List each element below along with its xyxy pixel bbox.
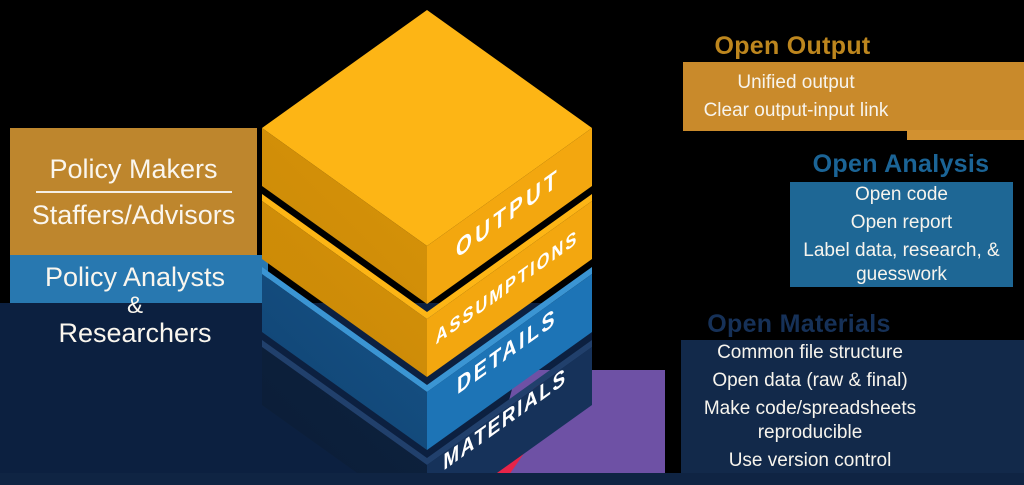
open-materials-item: Common file structure bbox=[717, 341, 903, 363]
open-materials-box: Common file structure Open data (raw & f… bbox=[681, 340, 1024, 473]
open-analysis-item: Open report bbox=[850, 211, 953, 233]
gold-extension-strip bbox=[907, 130, 1024, 140]
policy-analysts-line: Policy Analysts bbox=[44, 262, 226, 292]
open-output-heading: Open Output bbox=[714, 32, 871, 60]
bottom-strip bbox=[0, 473, 1024, 485]
policy-makers-label: Policy Makers bbox=[49, 153, 218, 184]
policy-analysts-box bbox=[10, 255, 268, 303]
open-materials-item: Use version control bbox=[728, 449, 892, 471]
open-analysis-box: Open code Open report Label data, resear… bbox=[790, 182, 1013, 287]
ampersand-label: & bbox=[126, 292, 143, 319]
makers-divider bbox=[35, 190, 232, 193]
open-materials-item: Make code/spreadsheets reproducible bbox=[703, 397, 917, 443]
open-output-box: Unified output Clear output-input link bbox=[683, 62, 1024, 131]
open-output-item: Unified output bbox=[737, 71, 855, 93]
open-materials-item: Open data (raw & final) bbox=[712, 369, 908, 391]
open-analysis-item: Open code bbox=[855, 183, 948, 205]
open-analysis-item: Label data, research, & guesswork bbox=[803, 239, 1000, 285]
open-analysis-heading: Open Analysis bbox=[812, 150, 990, 178]
staffers-advisors-label: Staffers/Advisors bbox=[31, 199, 236, 230]
researchers-line: Researchers bbox=[58, 318, 212, 348]
policy-makers-box: Policy Makers Staffers/Advisors bbox=[10, 128, 257, 255]
open-materials-heading: Open Materials bbox=[707, 310, 891, 338]
analysts-researchers-label: Policy Analysts & Researchers bbox=[8, 262, 262, 349]
open-output-item: Clear output-input link bbox=[703, 99, 889, 121]
